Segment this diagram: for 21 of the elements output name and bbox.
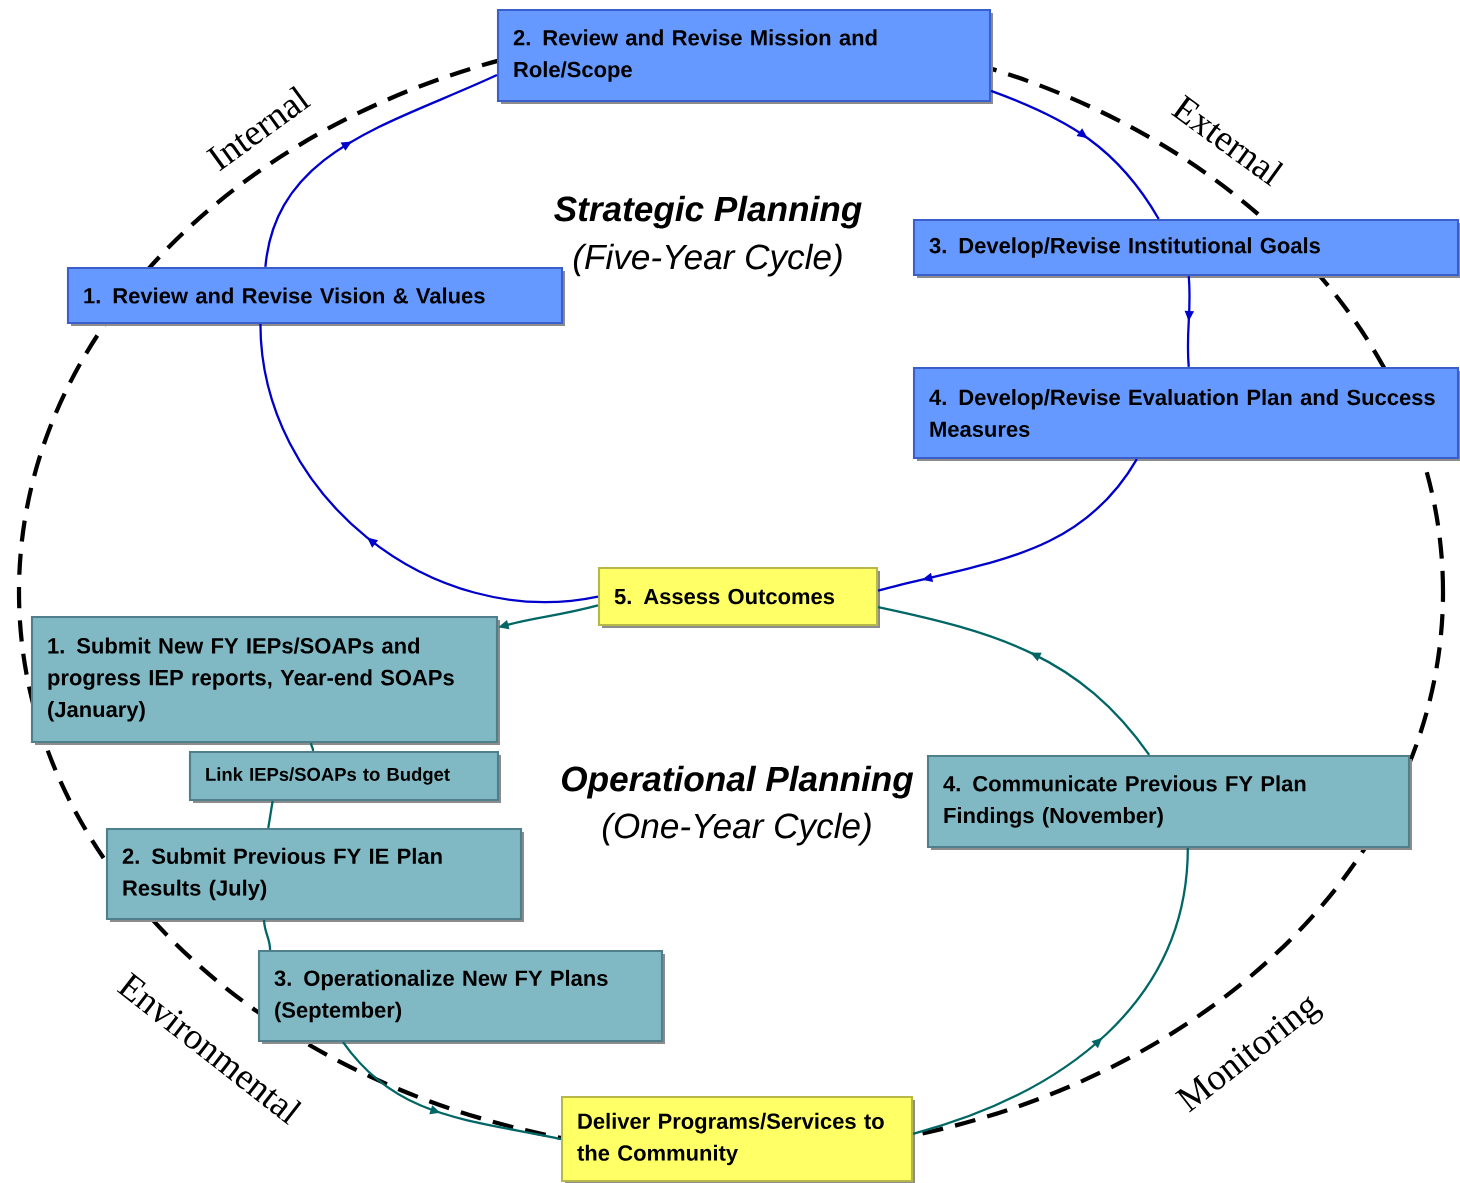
cycle-arrow [264, 74, 498, 268]
cycle-subheading: (One-Year Cycle) [602, 812, 871, 846]
key-box: 5. Assess Outcomes [597, 566, 880, 628]
cycle-arrow [990, 89, 1160, 220]
process-box: 4. Develop/Revise Evaluation Plan and Success Measures [912, 366, 1460, 461]
cycle-heading: Operational Planning [562, 765, 914, 799]
process-box: 2. Review and Revise Mission and Role/Scope [496, 8, 993, 104]
process-box: 2. Submit Previous FY IE Plan Results (July) [105, 827, 524, 922]
process-box: Link IEPs/SOAPs to Budget [188, 750, 501, 803]
cycle-arrow [877, 458, 1138, 592]
cycle-heading: Strategic Planning [554, 195, 862, 229]
process-box: 1. Review and Revise Vision & Values [66, 266, 565, 326]
cycle-arrow [877, 606, 1151, 756]
process-box: 4. Communicate Previous FY Plan Findings (November) [926, 754, 1412, 850]
cycle-subheading: (Five-Year Cycle) [573, 243, 842, 277]
key-box: Deliver Programs/Services to the Community [560, 1095, 915, 1183]
cycle-arrow [342, 1041, 562, 1141]
process-box: 1. Submit New FY IEPs/SOAPs and progress IEP reports, Year-end SOAPs (January) [30, 615, 500, 745]
cycle-arrow [259, 323, 599, 603]
process-box: 3. Develop/Revise Institutional Goals [912, 218, 1460, 278]
cycle-arrow [912, 848, 1189, 1135]
